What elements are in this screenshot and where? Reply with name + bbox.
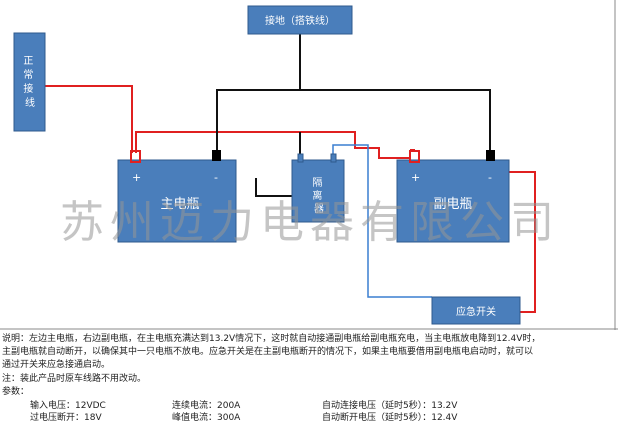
ground-box xyxy=(247,5,353,35)
aux-battery-minus-terminal xyxy=(486,150,495,161)
param-auto-connect-voltage: 自动连接电压（延时5秒）：13.2V xyxy=(322,401,458,411)
param-peak-current: 峰值电流：300A xyxy=(172,413,241,423)
aux-battery-minus-label: - xyxy=(488,171,492,184)
main-battery-minus-label: - xyxy=(214,171,218,184)
main-plus-to-aux-plus xyxy=(135,131,410,159)
ground-to-aux-minus xyxy=(300,89,491,152)
main-battery-plus-terminal xyxy=(130,150,141,163)
main-battery-box xyxy=(117,159,237,243)
isolator-box xyxy=(291,159,345,223)
notes-line-1: 说明：左边主电瓶，右边副电瓶，在主电瓶充满达到13.2V情况下，这时就自动接通副… xyxy=(2,334,541,344)
isolator-to-emergency-signal-wire xyxy=(332,144,432,298)
param-overvoltage-cutoff: 过电压断开：18V xyxy=(30,413,102,423)
normal-wire-label: 正 常 接 线 xyxy=(23,56,36,109)
notes-line-3: 通过开关来应急接通启动。 xyxy=(2,360,111,370)
params-title: 参数： xyxy=(2,387,30,397)
isolator-left-stud xyxy=(297,153,304,163)
isolator-right-stud xyxy=(330,153,337,163)
ground-wires xyxy=(216,34,491,197)
normal-wire-to-main-plus xyxy=(45,85,133,153)
notes-section: 说明：左边主电瓶，右边副电瓶，在主电瓶充满达到13.2V情况下，这时就自动接通副… xyxy=(0,331,618,424)
emergency-switch-label: 应急开关 xyxy=(456,305,496,318)
param-auto-disconnect-voltage: 自动断开电压（延时5秒）：12.4V xyxy=(322,413,458,423)
aux-battery-label: 副电瓶 xyxy=(433,197,472,212)
isolator-label: 隔 离 器 xyxy=(312,177,325,215)
main-battery-minus-terminal xyxy=(212,150,221,161)
param-input-voltage: 输入电压：12VDC xyxy=(30,401,106,411)
ground-to-main-minus xyxy=(216,34,301,152)
main-battery-label: 主电瓶 xyxy=(160,197,199,212)
main-battery-plus-label: + xyxy=(132,171,141,184)
normal-wire-box xyxy=(13,32,46,132)
aux-battery-plus-label: + xyxy=(411,171,420,184)
main-minus-to-isolator xyxy=(255,178,292,197)
emergency-switch-box xyxy=(431,296,521,325)
notes-line-4: 注：装此产品时原车线路不用改动。 xyxy=(2,374,147,384)
wiring-diagram: 接地（搭铁线） 正 常 接 线 + - 主电瓶 隔 离 器 + - 副电瓶 应急… xyxy=(0,0,618,330)
aux-battery-box xyxy=(396,159,510,243)
aux-battery-plus-terminal xyxy=(409,150,420,163)
notes-line-2: 主副电瓶就自动断开，以确保其中一只电瓶不放电。应急开关是在主副电瓶断开的情况下，… xyxy=(2,347,534,357)
ground-label: 接地（搭铁线） xyxy=(265,14,335,27)
param-continuous-current: 连续电流：200A xyxy=(172,401,241,411)
